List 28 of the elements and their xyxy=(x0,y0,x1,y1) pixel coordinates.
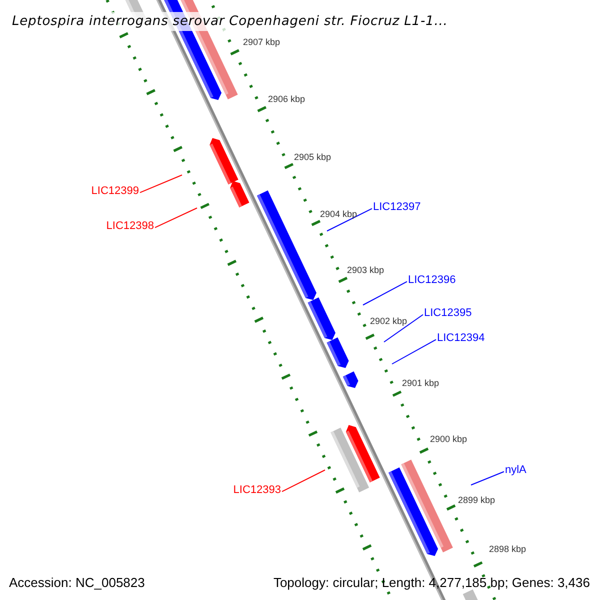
gene-label: LIC12393 xyxy=(233,485,281,496)
tick-label: 2905 kbp xyxy=(294,153,332,162)
leader-line xyxy=(362,281,408,306)
gene-label: LIC12399 xyxy=(91,186,139,197)
leader-line xyxy=(470,471,504,486)
leader-line xyxy=(140,174,182,194)
gene-label: LIC12398 xyxy=(106,221,154,232)
gene-label: LIC12397 xyxy=(373,202,421,213)
tick-label: 2907 kbp xyxy=(243,38,280,47)
gene-label: LIC12396 xyxy=(408,275,456,286)
gene-label: LIC12394 xyxy=(437,333,485,344)
leader-line xyxy=(384,314,424,342)
leader-line xyxy=(282,470,326,492)
tick-label: 2898 kbp xyxy=(489,545,526,554)
tick-label: 2899 kbp xyxy=(458,496,496,505)
tick-label: 2903 kbp xyxy=(347,266,384,275)
tick-label: 2906 kbp xyxy=(268,95,306,104)
tick-label: 2901 kbp xyxy=(402,379,440,388)
gene-label: LIC12395 xyxy=(424,308,472,319)
leader-line xyxy=(326,208,372,232)
accession-text: Accession: NC_005823 xyxy=(9,576,145,589)
gene-label: nylA xyxy=(505,465,526,476)
tick-label: 2904 kbp xyxy=(320,210,358,219)
genome-info-text: Topology: circular; Length: 4,277,185 bp; Genes: 3,436 xyxy=(273,576,590,589)
tick-label: 2902 kbp xyxy=(370,317,408,326)
leader-line xyxy=(154,208,198,228)
tick-label: 2900 kbp xyxy=(430,435,468,444)
leader-line xyxy=(392,339,436,364)
